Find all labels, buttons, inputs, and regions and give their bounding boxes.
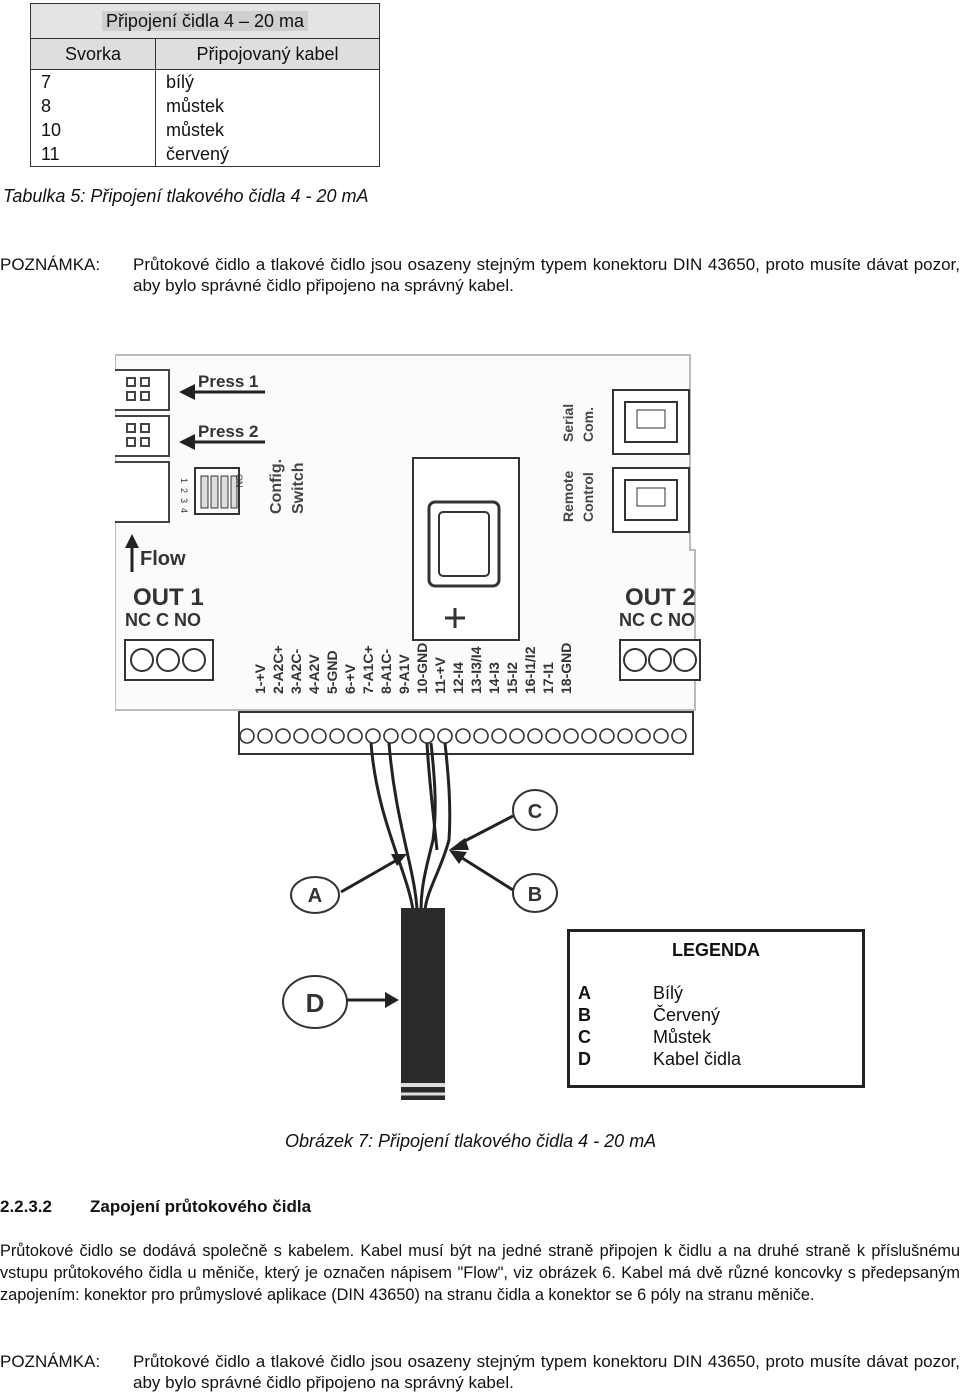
legend-key: A bbox=[578, 983, 591, 1003]
label-out-1: OUT 1 bbox=[133, 584, 204, 611]
table-caption: Tabulka 5: Připojení tlakového čidla 4 -… bbox=[3, 186, 369, 206]
terminal-label: 9-A1V bbox=[396, 654, 412, 694]
label-press-1: Press 1 bbox=[198, 372, 259, 391]
out1-terminal bbox=[124, 639, 214, 681]
body-paragraph: Průtokové čidlo se dodává společně s kab… bbox=[0, 1242, 960, 1304]
terminal-label: 7-A1C+ bbox=[360, 645, 376, 694]
dip-number: 1 bbox=[179, 478, 189, 483]
legend-box: LEGENDA A Bílý B Červený C Můstek D Kabe… bbox=[567, 929, 865, 1088]
legend-key: C bbox=[578, 1027, 591, 1047]
flow-connector bbox=[412, 457, 520, 641]
label-com: Com. bbox=[580, 407, 596, 442]
cell-terminal: 10 bbox=[30, 118, 156, 142]
legend-key: D bbox=[578, 1049, 591, 1069]
callout-b bbox=[449, 850, 558, 913]
terminal-label: 4-A2V bbox=[306, 654, 322, 694]
terminal-label: 13-I3/I4 bbox=[468, 646, 484, 694]
press-arrows bbox=[179, 384, 265, 450]
cell-cable: červený bbox=[155, 142, 380, 167]
remote-port bbox=[612, 467, 690, 533]
out2-terminal bbox=[619, 639, 701, 681]
label-out2-nc-c-no: NC C NO bbox=[619, 610, 695, 630]
callout-label-d: D bbox=[306, 988, 325, 1018]
terminal-label: 16-I1/I2 bbox=[522, 646, 538, 694]
table-row: 10 můstek bbox=[30, 118, 380, 142]
terminal-label: 1-+V bbox=[252, 663, 268, 694]
label-serial: Serial bbox=[560, 404, 576, 442]
dip-number: 2 bbox=[179, 488, 189, 493]
label-control: Control bbox=[580, 472, 596, 522]
terminal-label: 5-GND bbox=[324, 650, 340, 694]
cell-cable: můstek bbox=[155, 94, 380, 118]
legend-value: Kabel čidla bbox=[653, 1049, 742, 1069]
terminal-label: 2-A2C+ bbox=[270, 645, 286, 694]
note-label: POZNÁMKA: bbox=[0, 1352, 101, 1371]
label-out1-nc-c-no: NC C NO bbox=[125, 610, 201, 630]
terminal-label: 12-I4 bbox=[450, 662, 466, 694]
callout-c bbox=[449, 789, 558, 850]
terminal-strip bbox=[238, 711, 694, 755]
note-label: POZNÁMKA: bbox=[0, 255, 101, 274]
label-remote: Remote bbox=[560, 470, 576, 522]
figure-caption: Obrázek 7: Připojení tlakového čidla 4 -… bbox=[285, 1131, 657, 1151]
callout-label-a: A bbox=[308, 885, 322, 907]
cell-cable: bílý bbox=[155, 69, 380, 94]
wiring-diagram: Press 1 Press 2 ON 1 2 3 4 Config. Switc… bbox=[115, 350, 705, 1100]
terminal-label: 6-+V bbox=[342, 663, 358, 694]
section-number: 2.2.3.2 bbox=[0, 1197, 52, 1216]
cell-terminal: 11 bbox=[30, 142, 156, 167]
terminal-label: 17-I1 bbox=[540, 662, 556, 694]
callout-a bbox=[290, 854, 407, 914]
label-config: Config. bbox=[268, 459, 285, 514]
section-title: Zapojení průtokového čidla bbox=[90, 1197, 312, 1216]
callout-d bbox=[282, 975, 399, 1029]
legend-value: Můstek bbox=[653, 1027, 712, 1047]
note-text: Průtokové čidlo a tlakové čidlo jsou osa… bbox=[133, 255, 960, 295]
dip-on-label: ON bbox=[234, 474, 244, 488]
sensor-cable bbox=[401, 908, 445, 1100]
terminal-label: 8-A1C- bbox=[378, 649, 394, 694]
legend-title: LEGENDA bbox=[671, 940, 760, 960]
legend-value: Červený bbox=[653, 1005, 721, 1025]
terminal-label: 15-I2 bbox=[504, 662, 520, 694]
callout-label-b: B bbox=[528, 884, 542, 906]
terminal-label: 10-GND bbox=[414, 643, 430, 694]
column-header-terminal: Svorka bbox=[30, 38, 156, 70]
dip-switch bbox=[194, 467, 240, 515]
note-top: POZNÁMKA: Průtokové čidlo a tlakové čidl… bbox=[0, 254, 960, 298]
table-row: 11 červený bbox=[30, 142, 380, 167]
terminal-label: 14-I3 bbox=[486, 662, 502, 694]
terminal-labels: 1-+V 2-A2C+ 3-A2C- 4-A2V 5-GND 6-+V 7-A1… bbox=[252, 643, 574, 694]
label-out-2: OUT 2 bbox=[625, 584, 696, 611]
table-title-cell: Připojení čidla 4 – 20 ma bbox=[30, 3, 380, 39]
terminal-label: 18-GND bbox=[558, 643, 574, 694]
dip-number: 3 bbox=[179, 498, 189, 503]
table-title: Připojení čidla 4 – 20 ma bbox=[101, 10, 309, 31]
wires bbox=[369, 742, 452, 911]
label-press-2: Press 2 bbox=[198, 422, 259, 441]
terminal-label: 3-A2C- bbox=[288, 649, 304, 694]
cell-terminal: 8 bbox=[30, 94, 156, 118]
table-row: 8 můstek bbox=[30, 94, 380, 118]
connection-table: Připojení čidla 4 – 20 ma Svorka Připojo… bbox=[30, 3, 380, 167]
terminal-label: 11-+V bbox=[432, 656, 448, 694]
legend-key: B bbox=[578, 1005, 591, 1025]
label-switch: Switch bbox=[290, 462, 307, 514]
dip-number: 4 bbox=[179, 508, 189, 513]
note-text: Průtokové čidlo a tlakové čidlo jsou osa… bbox=[133, 1352, 960, 1392]
note-bottom: POZNÁMKA: Průtokové čidlo a tlakové čidl… bbox=[0, 1351, 960, 1395]
legend-value: Bílý bbox=[653, 983, 684, 1003]
serial-port bbox=[612, 389, 690, 455]
cell-cable: můstek bbox=[155, 118, 380, 142]
table-row: 7 bílý bbox=[30, 69, 380, 94]
label-flow: Flow bbox=[140, 548, 186, 570]
column-header-cable: Připojovaný kabel bbox=[155, 38, 380, 70]
callout-label-c: C bbox=[528, 801, 542, 823]
cell-terminal: 7 bbox=[30, 69, 156, 94]
